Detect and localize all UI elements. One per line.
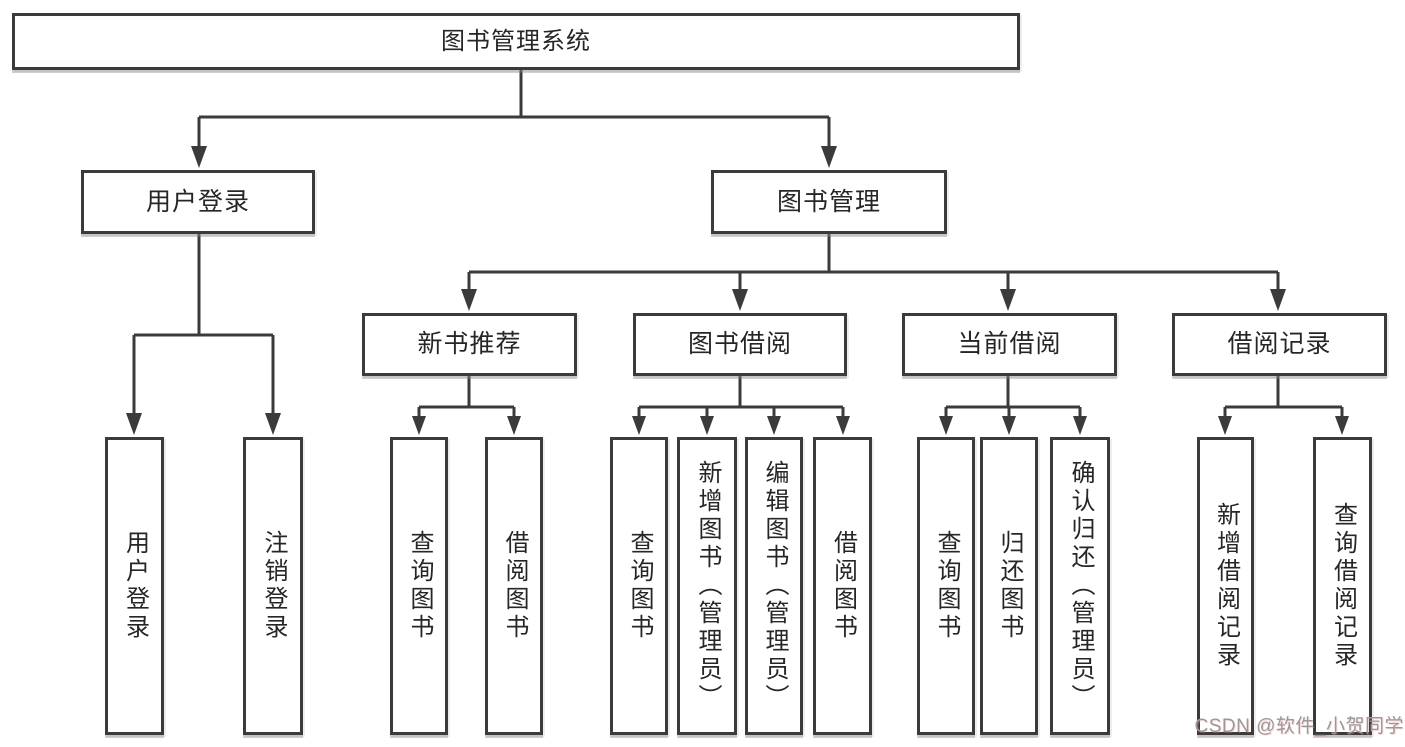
arrow-down-icon [732,289,748,311]
node-borrow-records: 借阅记录 [1172,313,1387,376]
arrow-down-icon [1073,416,1087,435]
node-label: 用户登录 [121,530,149,642]
arrow-down-icon [412,416,426,435]
node-book-borrowing: 图书借阅 [633,313,847,376]
arrow-down-icon [1002,416,1016,435]
node-label: 借阅记录 [1227,330,1332,358]
arrow-down-icon [700,416,714,435]
arrow-down-icon [1270,289,1286,311]
leaf-add-borrow-record: 新增借阅记录 [1197,437,1254,735]
node-label: 图书管理系统 [441,27,591,55]
leaf-logout: 注销登录 [243,437,303,735]
leaf-edit-books-admin: 编辑图书（管理员） [745,437,803,735]
node-label: 图书借阅 [687,330,792,358]
node-label: 新增借阅记录 [1212,502,1240,670]
leaf-query-books-current: 查询图书 [917,437,975,735]
node-book-management: 图书管理 [711,170,947,234]
arrow-down-icon [461,289,477,311]
leaf-confirm-return-admin: 确认归还（管理员） [1050,437,1110,735]
arrow-down-icon [1218,416,1232,435]
node-label: 注销登录 [260,530,287,642]
node-label: 查询图书 [933,530,960,642]
arrowheads [126,146,1349,435]
arrow-down-icon [191,146,207,168]
csdn-watermark: CSDN @软件_小贺同学 [1194,716,1404,737]
leaf-query-borrow-record: 查询借阅记录 [1313,437,1372,735]
node-label: 查询借阅记录 [1329,502,1357,670]
node-label: 借阅图书 [829,530,857,642]
leaf-query-books-borrowing: 查询图书 [610,437,668,735]
node-label: 归还图书 [996,530,1023,642]
arrow-down-icon [836,416,850,435]
arrow-down-icon [939,416,953,435]
node-label: 确认归还（管理员） [1067,460,1094,712]
node-label: 新增图书（管理员） [694,460,721,712]
leaf-borrow-books: 借阅图书 [813,437,872,735]
node-label: 查询图书 [406,530,433,642]
arrow-down-icon [632,416,646,435]
arrow-down-icon [507,416,521,435]
leaf-query-books-recommend: 查询图书 [390,437,448,735]
node-label: 编辑图书（管理员） [761,460,788,712]
arrow-down-icon [126,413,142,435]
leaf-add-books-admin: 新增图书（管理员） [677,437,737,735]
arrow-down-icon [821,146,837,168]
node-label: 借阅图书 [501,530,528,642]
leaf-return-books: 归还图书 [980,437,1038,735]
node-current-borrowing: 当前借阅 [902,313,1117,376]
node-user-login-group: 用户登录 [81,170,315,234]
arrow-down-icon [767,416,781,435]
leaf-user-login: 用户登录 [105,437,164,735]
node-label: 当前借阅 [957,330,1062,358]
node-new-book-recommend: 新书推荐 [362,313,577,376]
arrow-down-icon [265,413,281,435]
arrow-down-icon [1000,289,1016,311]
leaf-borrow-books-recommend: 借阅图书 [485,437,543,735]
node-label: 查询图书 [626,530,653,642]
node-label: 新书推荐 [417,330,522,358]
connector-path [132,66,1344,421]
node-label: 图书管理 [776,187,881,216]
node-label: 用户登录 [145,187,250,216]
arrow-down-icon [1335,416,1349,435]
node-root-system: 图书管理系统 [12,13,1020,70]
